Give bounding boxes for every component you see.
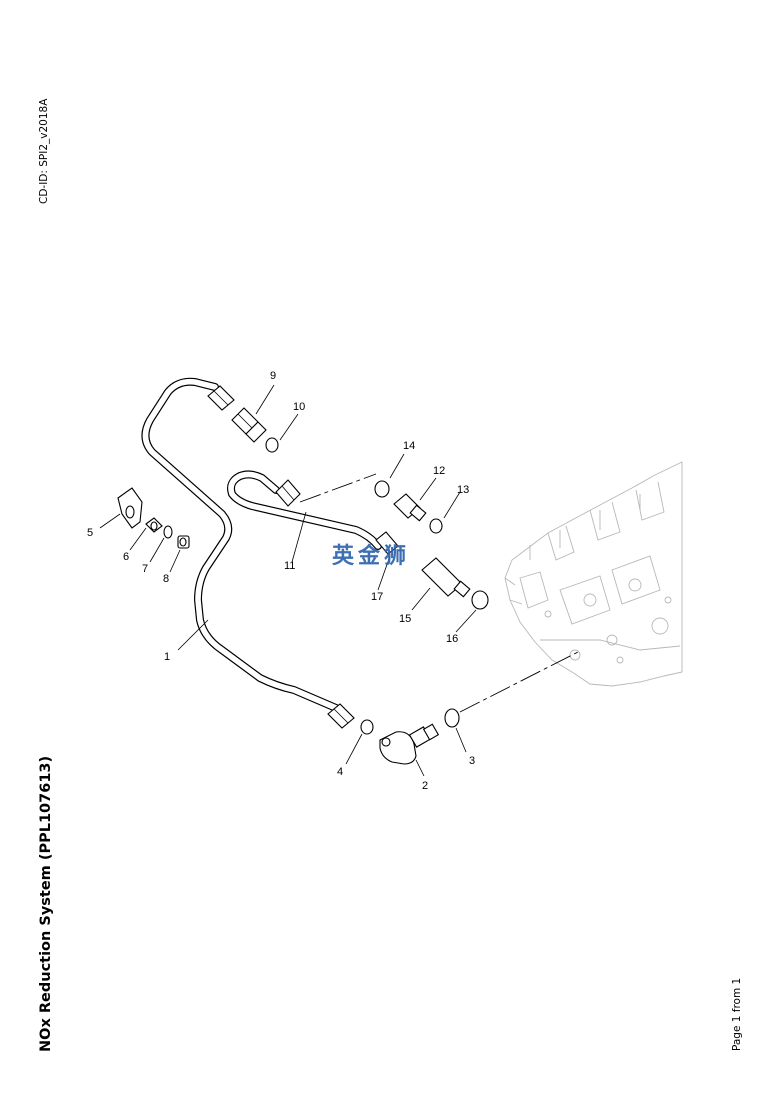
watermark-logo: 英金狮	[332, 544, 411, 569]
assembly-line-b	[459, 651, 579, 713]
o-ring-4	[360, 719, 374, 735]
spacer-8	[177, 535, 190, 549]
o-ring-13	[429, 518, 443, 534]
callout-1: 1	[164, 651, 170, 663]
callout-5: 5	[87, 527, 93, 539]
callout-9: 9	[270, 370, 276, 382]
callout-8: 8	[163, 573, 169, 585]
fitting-17	[375, 531, 399, 555]
bracket-5	[117, 487, 143, 529]
o-ring-3	[444, 708, 460, 728]
callout-12: 12	[433, 465, 445, 477]
elbow-fitting-2	[379, 723, 440, 765]
o-ring-16	[471, 590, 489, 610]
nut-6	[145, 517, 163, 533]
pipe-nut-11	[275, 479, 301, 507]
fitting-15	[421, 557, 471, 598]
o-ring-14	[374, 480, 390, 498]
callout-15: 15	[399, 613, 411, 625]
callout-3: 3	[469, 755, 475, 767]
leader-lines	[99, 384, 477, 777]
callout-6: 6	[123, 551, 129, 563]
o-ring-10	[265, 437, 279, 453]
callout-2: 2	[422, 780, 428, 792]
callout-4: 4	[337, 766, 343, 778]
fitting-9	[231, 407, 267, 443]
engine-block-outline	[504, 461, 683, 687]
assembly-line-a	[299, 473, 377, 503]
fitting-12	[393, 493, 427, 522]
callout-11: 11	[284, 560, 295, 572]
callout-7: 7	[142, 563, 148, 575]
callout-13: 13	[457, 484, 469, 496]
callout-17: 17	[371, 591, 383, 603]
callout-10: 10	[293, 401, 305, 413]
pipe-nut-top	[207, 385, 235, 411]
pipe-nut-bottom	[327, 703, 355, 729]
pipe-11	[227, 470, 382, 550]
callout-16: 16	[446, 633, 458, 645]
washer-7	[163, 525, 173, 539]
pipe-1	[141, 377, 340, 712]
callout-14: 14	[403, 440, 415, 452]
